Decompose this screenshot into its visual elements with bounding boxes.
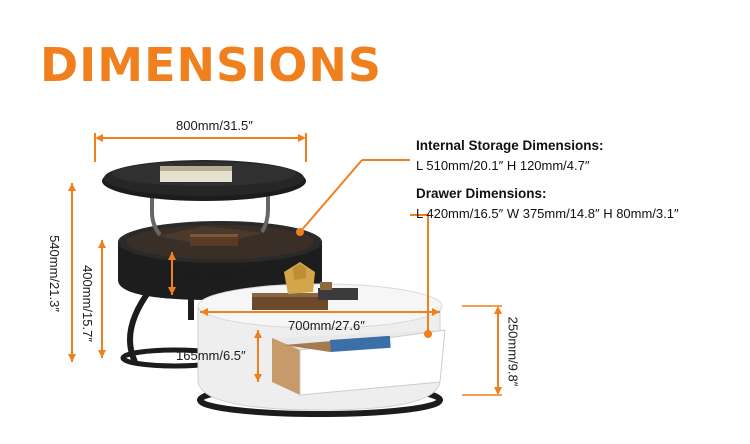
small-width-label: 700mm/27.6″ xyxy=(288,318,365,333)
storage-heading: Internal Storage Dimensions: xyxy=(416,138,604,153)
drawer-height-label: 165mm/6.5″ xyxy=(176,348,246,363)
small-height-label: 250mm/9.8″ xyxy=(505,316,521,387)
drawer-heading: Drawer Dimensions: xyxy=(416,186,547,201)
total-height-label: 540mm/21.3″ xyxy=(46,235,62,312)
drawer-values: L 420mm/16.5″ W 375mm/14.8″ H 80mm/3.1″ xyxy=(416,206,679,221)
page-title: DIMENSIONS xyxy=(40,38,382,92)
top-width-label: 800mm/31.5″ xyxy=(176,118,253,133)
lift-gap-label: 150mm/5.9″ xyxy=(178,266,248,281)
base-height-label: 400mm/15.7″ xyxy=(79,265,95,342)
storage-values: L 510mm/20.1″ H 120mm/4.7″ xyxy=(416,158,590,173)
large-table xyxy=(102,160,322,369)
dimension-lines xyxy=(68,133,502,396)
